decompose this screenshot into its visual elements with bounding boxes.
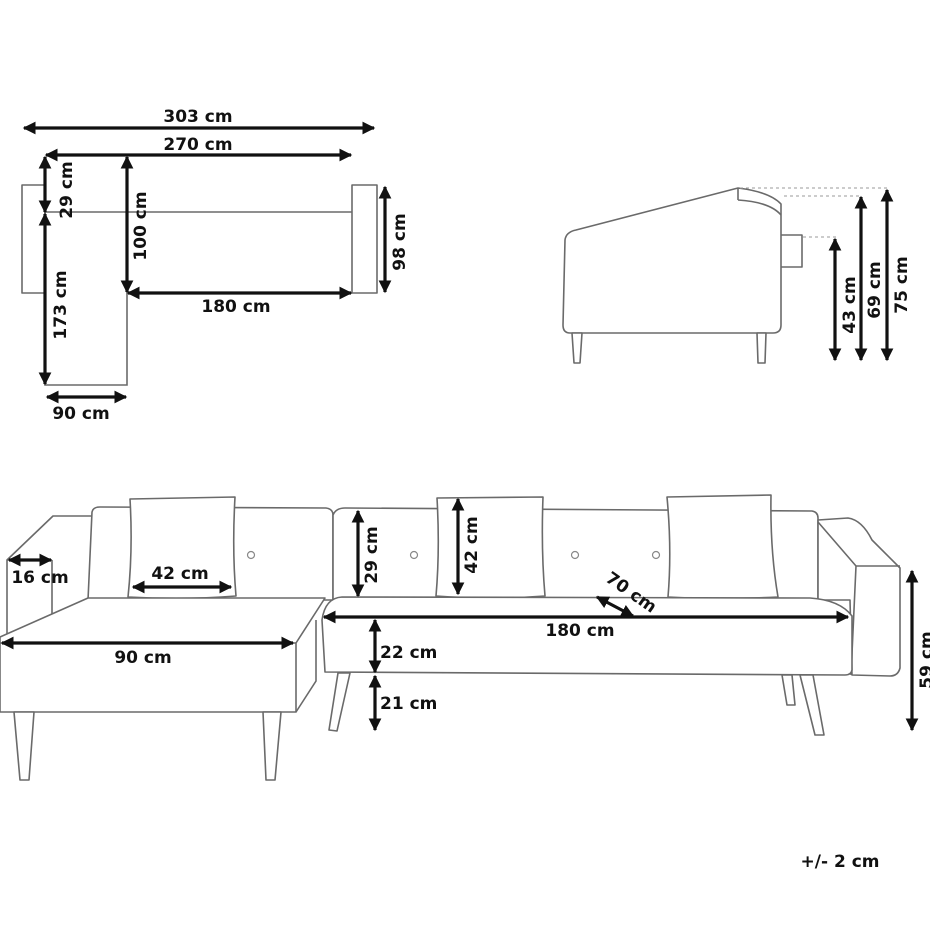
label-chaise-width: 90 cm (52, 404, 109, 424)
label-pillow-height: 42 cm (462, 516, 482, 573)
label-seat-height: 43 cm (840, 276, 860, 333)
label-total-depth: 100 cm (131, 191, 151, 260)
right-arm-outline (351, 184, 378, 294)
top-view: 303 cm 270 cm 29 cm 100 cm 98 cm 180 cm … (21, 107, 410, 424)
tuft-button (246, 550, 256, 560)
label-seat-width: 180 cm (201, 297, 270, 317)
sofa-outline (44, 185, 352, 386)
right-arm (817, 517, 901, 677)
label-seat-thickness: 22 cm (380, 643, 437, 663)
left-arm-outline (21, 184, 46, 294)
side-view: 43 cm 69 cm 75 cm (562, 187, 912, 364)
front-view: 16 cm 42 cm 29 cm 42 cm 70 cm 180 cm 22 … (0, 494, 930, 781)
label-chaise-length: 173 cm (51, 270, 71, 339)
label-back-depth: 29 cm (57, 161, 77, 218)
pillow-3 (666, 494, 779, 600)
label-arm-depth: 98 cm (390, 213, 410, 270)
tuft-button (409, 550, 419, 560)
label-overall-width: 303 cm (163, 107, 232, 127)
label-inner-width: 270 cm (163, 135, 232, 155)
label-pillow-width: 42 cm (151, 564, 208, 584)
side-body-outline (562, 187, 782, 334)
tolerance-note: +/- 2 cm (801, 852, 880, 872)
pillow-2 (435, 496, 546, 599)
side-legs (571, 332, 767, 364)
label-leg-height: 21 cm (380, 694, 437, 714)
legs-right (328, 672, 825, 736)
tuft-button (651, 550, 661, 560)
side-arm-line (737, 188, 782, 216)
label-arm-height-front: 59 cm (917, 631, 930, 688)
label-seat-width-front: 180 cm (545, 621, 614, 641)
label-chaise-width-front: 90 cm (114, 648, 171, 668)
label-total-height: 75 cm (892, 256, 912, 313)
side-guide-lines (740, 187, 890, 238)
label-arm-height: 69 cm (865, 261, 885, 318)
tuft-button (570, 550, 580, 560)
label-arm-width: 16 cm (11, 568, 68, 588)
label-backrest-height: 29 cm (362, 526, 382, 583)
side-arm-stub (779, 234, 803, 268)
legs-chaise (13, 711, 282, 781)
